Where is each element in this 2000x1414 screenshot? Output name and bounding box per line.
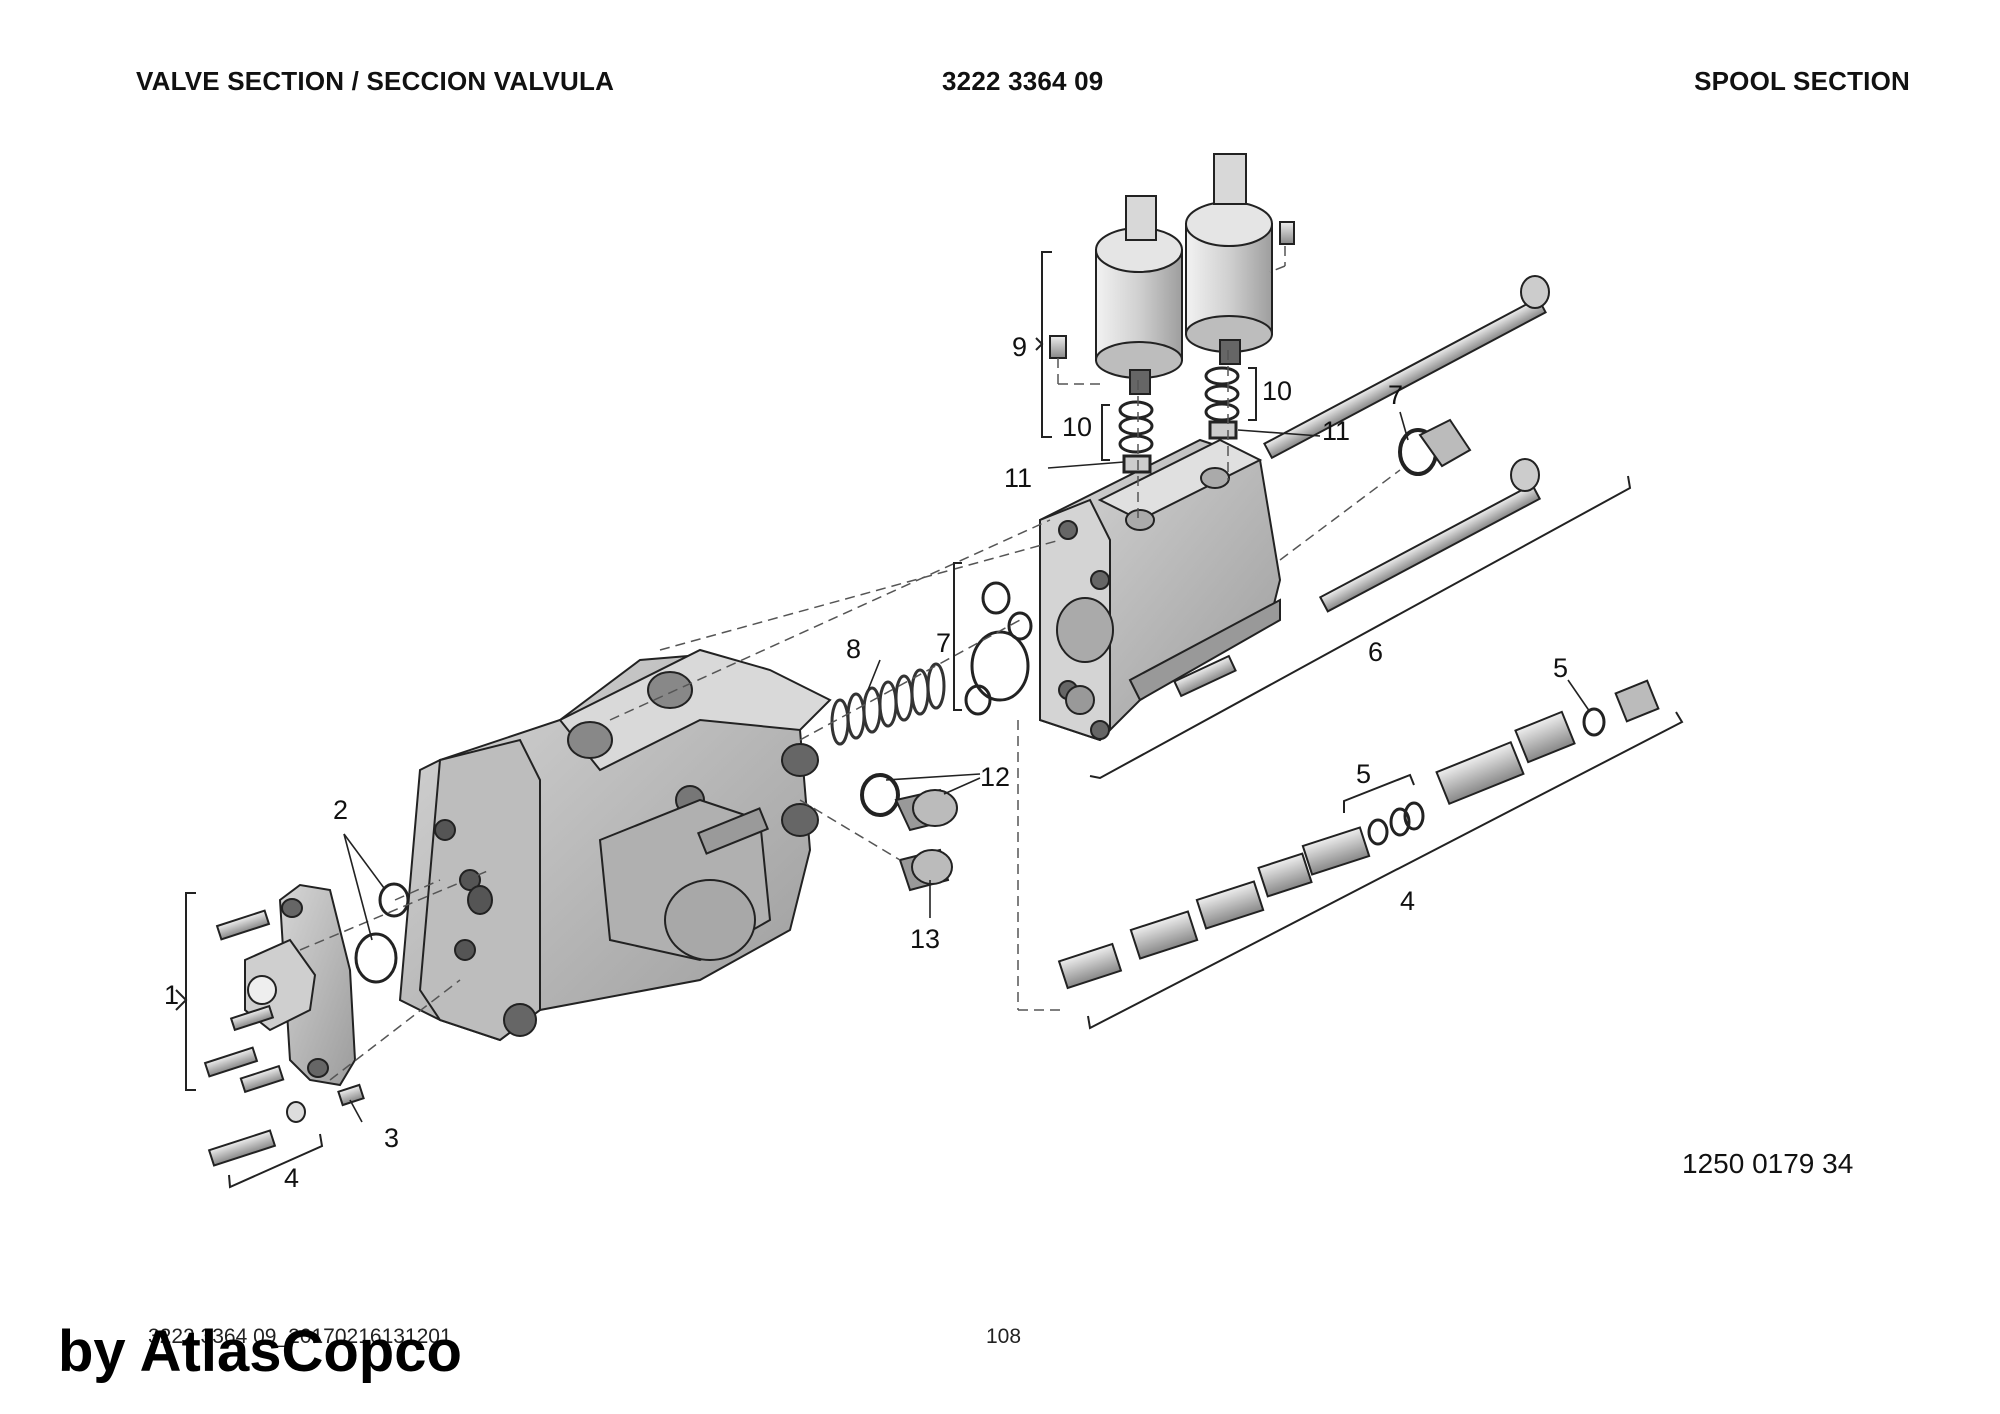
callout-10-right: 10 — [1262, 376, 1292, 406]
callout-9: 9 — [1012, 332, 1027, 362]
leader-lines — [343, 411, 1591, 1123]
callout-11-right: 11 — [1322, 416, 1350, 446]
header-right-title: SPOOL SECTION — [1694, 66, 1910, 96]
callout-7-right: 7 — [1388, 380, 1403, 410]
page-number: 108 — [986, 1325, 1022, 1348]
callout-4-left: 4 — [284, 1163, 299, 1193]
header-part-number: 3222 3364 09 — [942, 66, 1104, 96]
watermark: by AtlasCopco — [58, 1319, 462, 1384]
callout-5-upper: 5 — [1553, 653, 1568, 683]
callout-5-lower: 5 — [1356, 759, 1371, 789]
callout-1: 1 — [164, 980, 179, 1010]
o-rings-part-2 — [354, 882, 410, 984]
assembly-brackets — [175, 251, 1684, 1189]
callout-11-left: 11 — [1004, 463, 1032, 493]
callout-3: 3 — [384, 1123, 399, 1153]
end-cover-assembly — [203, 883, 365, 1167]
callout-2: 2 — [333, 795, 348, 825]
callout-4-right: 4 — [1400, 886, 1415, 916]
solenoid-valves-part-9 — [1049, 153, 1295, 395]
seals-part-5 — [1367, 707, 1606, 846]
header-left-title: VALVE SECTION / SECCION VALVULA — [136, 66, 615, 96]
tie-rods — [1263, 275, 1550, 613]
callout-6: 6 — [1368, 637, 1383, 667]
seals-part-10-11 — [1118, 366, 1240, 474]
main-valve-body — [398, 648, 832, 1042]
callout-12: 12 — [980, 762, 1010, 792]
spool-assembly-part-4 — [1057, 679, 1660, 990]
section-block-part-6 — [1039, 438, 1282, 742]
plugs-part-12-13 — [860, 773, 958, 892]
dashed-alignment-lines — [299, 246, 1401, 1081]
footer-document-code: 3222 3364 09_20170216131201 — [148, 1325, 452, 1348]
plug-part-7 — [1418, 418, 1472, 468]
callout-7-left: 7 — [936, 628, 951, 658]
drawing-id: 1250 0179 34 — [1682, 1148, 1854, 1179]
spring-part-8 — [830, 662, 946, 746]
callout-8: 8 — [846, 634, 861, 664]
callout-10-left: 10 — [1062, 412, 1092, 442]
callout-13: 13 — [910, 924, 940, 954]
